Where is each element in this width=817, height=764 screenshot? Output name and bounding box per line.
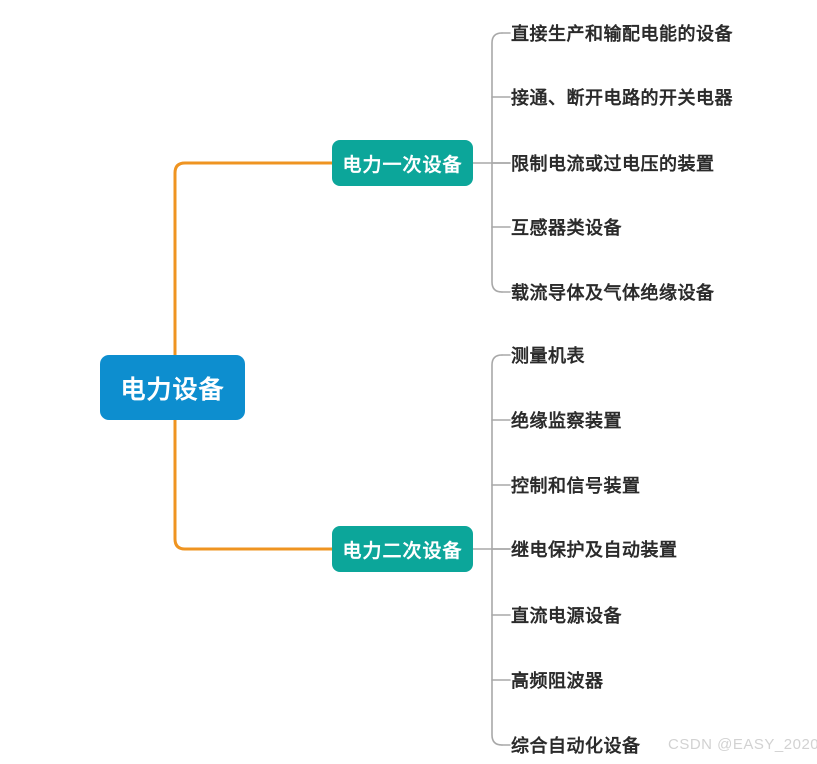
leaf-node[interactable]: 高频阻波器 [511,671,604,691]
leaf-node[interactable]: 载流导体及气体绝缘设备 [511,283,715,303]
leaf-node[interactable]: 控制和信号装置 [511,476,641,496]
branch-node-label: 电力二次设备 [342,540,463,562]
leaf-node[interactable]: 限制电流或过电压的装置 [511,154,715,174]
branch-node-secondary-equipment[interactable]: 电力二次设备 [332,526,473,572]
leaf-node[interactable]: 直流电源设备 [511,606,622,626]
leaf-node[interactable]: 绝缘监察装置 [511,411,622,431]
leaf-node[interactable]: 直接生产和输配电能的设备 [511,24,733,44]
branch-node-label: 电力一次设备 [342,154,463,176]
leaf-node[interactable]: 综合自动化设备 [511,736,641,756]
branch2-spine [491,354,503,746]
root-node[interactable]: 电力设备 [100,355,245,420]
leaf-node[interactable]: 接通、断开电路的开关电器 [511,88,733,108]
trunk-connector-upper [173,161,334,389]
leaf-node[interactable]: 测量机表 [511,346,585,366]
watermark: CSDN @EASY_2020 [668,736,817,753]
branch1-spine [491,32,503,293]
branch-node-primary-equipment[interactable]: 电力一次设备 [332,140,473,186]
leaf-node[interactable]: 继电保护及自动装置 [511,540,678,560]
leaf-node[interactable]: 互感器类设备 [511,218,622,238]
root-node-label: 电力设备 [120,375,225,404]
